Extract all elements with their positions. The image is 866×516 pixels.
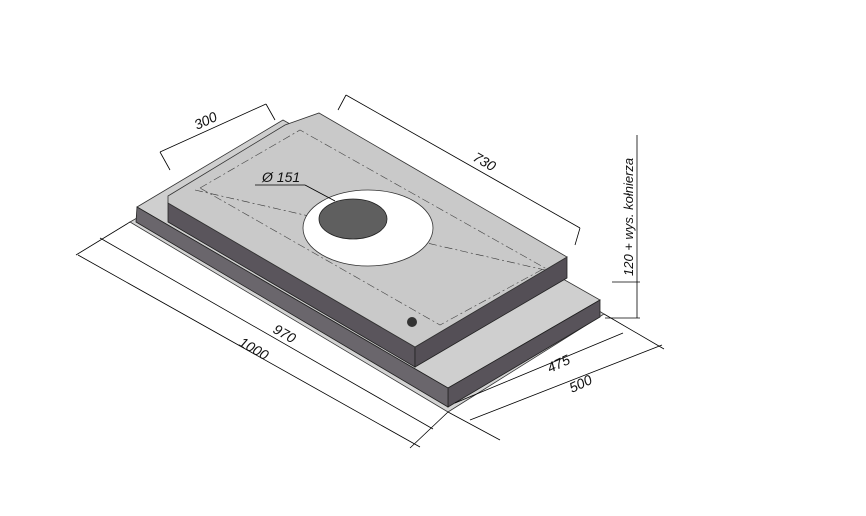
tray-left-face — [135, 206, 449, 408]
dim-diameter: Ø 151 — [261, 169, 300, 185]
control-icon — [407, 317, 417, 327]
dim-1000: 1000 — [237, 334, 272, 364]
dim-730: 730 — [471, 149, 499, 175]
dim-970: 970 — [271, 321, 299, 347]
dim-500: 500 — [567, 371, 595, 395]
dim-300: 300 — [192, 108, 220, 132]
duct-hole-icon — [318, 198, 388, 240]
dim-475: 475 — [545, 351, 573, 375]
dim-height: 120 + wys. kołnierza — [621, 158, 636, 276]
